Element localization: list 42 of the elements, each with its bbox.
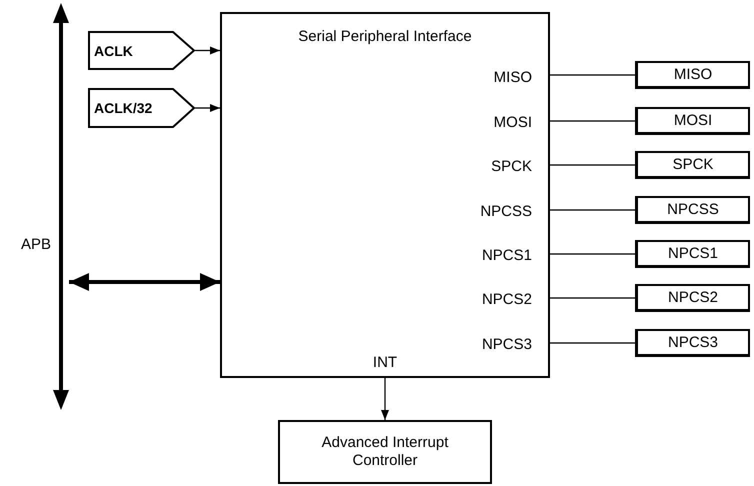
peripheral-block — [220, 12, 550, 378]
pin-box — [635, 151, 750, 179]
signal-line — [550, 120, 635, 122]
clock-input-tag — [88, 31, 195, 70]
pin-box — [635, 240, 750, 268]
pin-name: MISO — [674, 66, 712, 84]
pin-box — [635, 196, 750, 224]
signal-name: ACLK/32 — [93, 100, 152, 116]
pin-box — [635, 329, 750, 357]
pin-name: NPCS2 — [668, 288, 718, 306]
pin-label: NPCS3 — [482, 336, 532, 354]
signal-name: ACLK — [93, 42, 133, 58]
pin-name: MOSI — [674, 112, 712, 130]
pin-label: MISO — [494, 69, 532, 87]
pin-label: NPCS1 — [482, 247, 532, 265]
pin-label: INT — [372, 354, 398, 372]
signal-line — [550, 164, 635, 166]
signal-line — [550, 253, 635, 255]
arrow — [195, 104, 220, 112]
controller-name: Advanced Interrupt Controller — [320, 434, 450, 470]
bus-label: APB — [20, 236, 51, 253]
pin-label: SPCK — [491, 158, 532, 176]
arrow — [69, 273, 220, 291]
pin-label: NPCS2 — [482, 291, 532, 309]
signal-line — [550, 209, 635, 211]
signal-line — [550, 74, 635, 76]
block-title: Serial Peripheral Interface — [297, 28, 473, 46]
pin-box — [635, 284, 750, 312]
pin-name: SPCK — [672, 156, 714, 174]
signal-line — [550, 297, 635, 299]
arrow — [195, 46, 220, 54]
pin-label: MOSI — [494, 114, 532, 132]
pin-name: NPCS3 — [668, 334, 718, 352]
pin-name: NPCSS — [667, 200, 719, 218]
clock-input-tag — [88, 88, 195, 128]
signal-line — [550, 342, 635, 344]
pin-box — [635, 61, 750, 89]
controller-box — [278, 420, 492, 484]
pin-name: NPCS1 — [668, 244, 718, 262]
pin-label: NPCSS — [480, 203, 532, 221]
arrow — [381, 378, 389, 420]
pin-box — [635, 107, 750, 135]
